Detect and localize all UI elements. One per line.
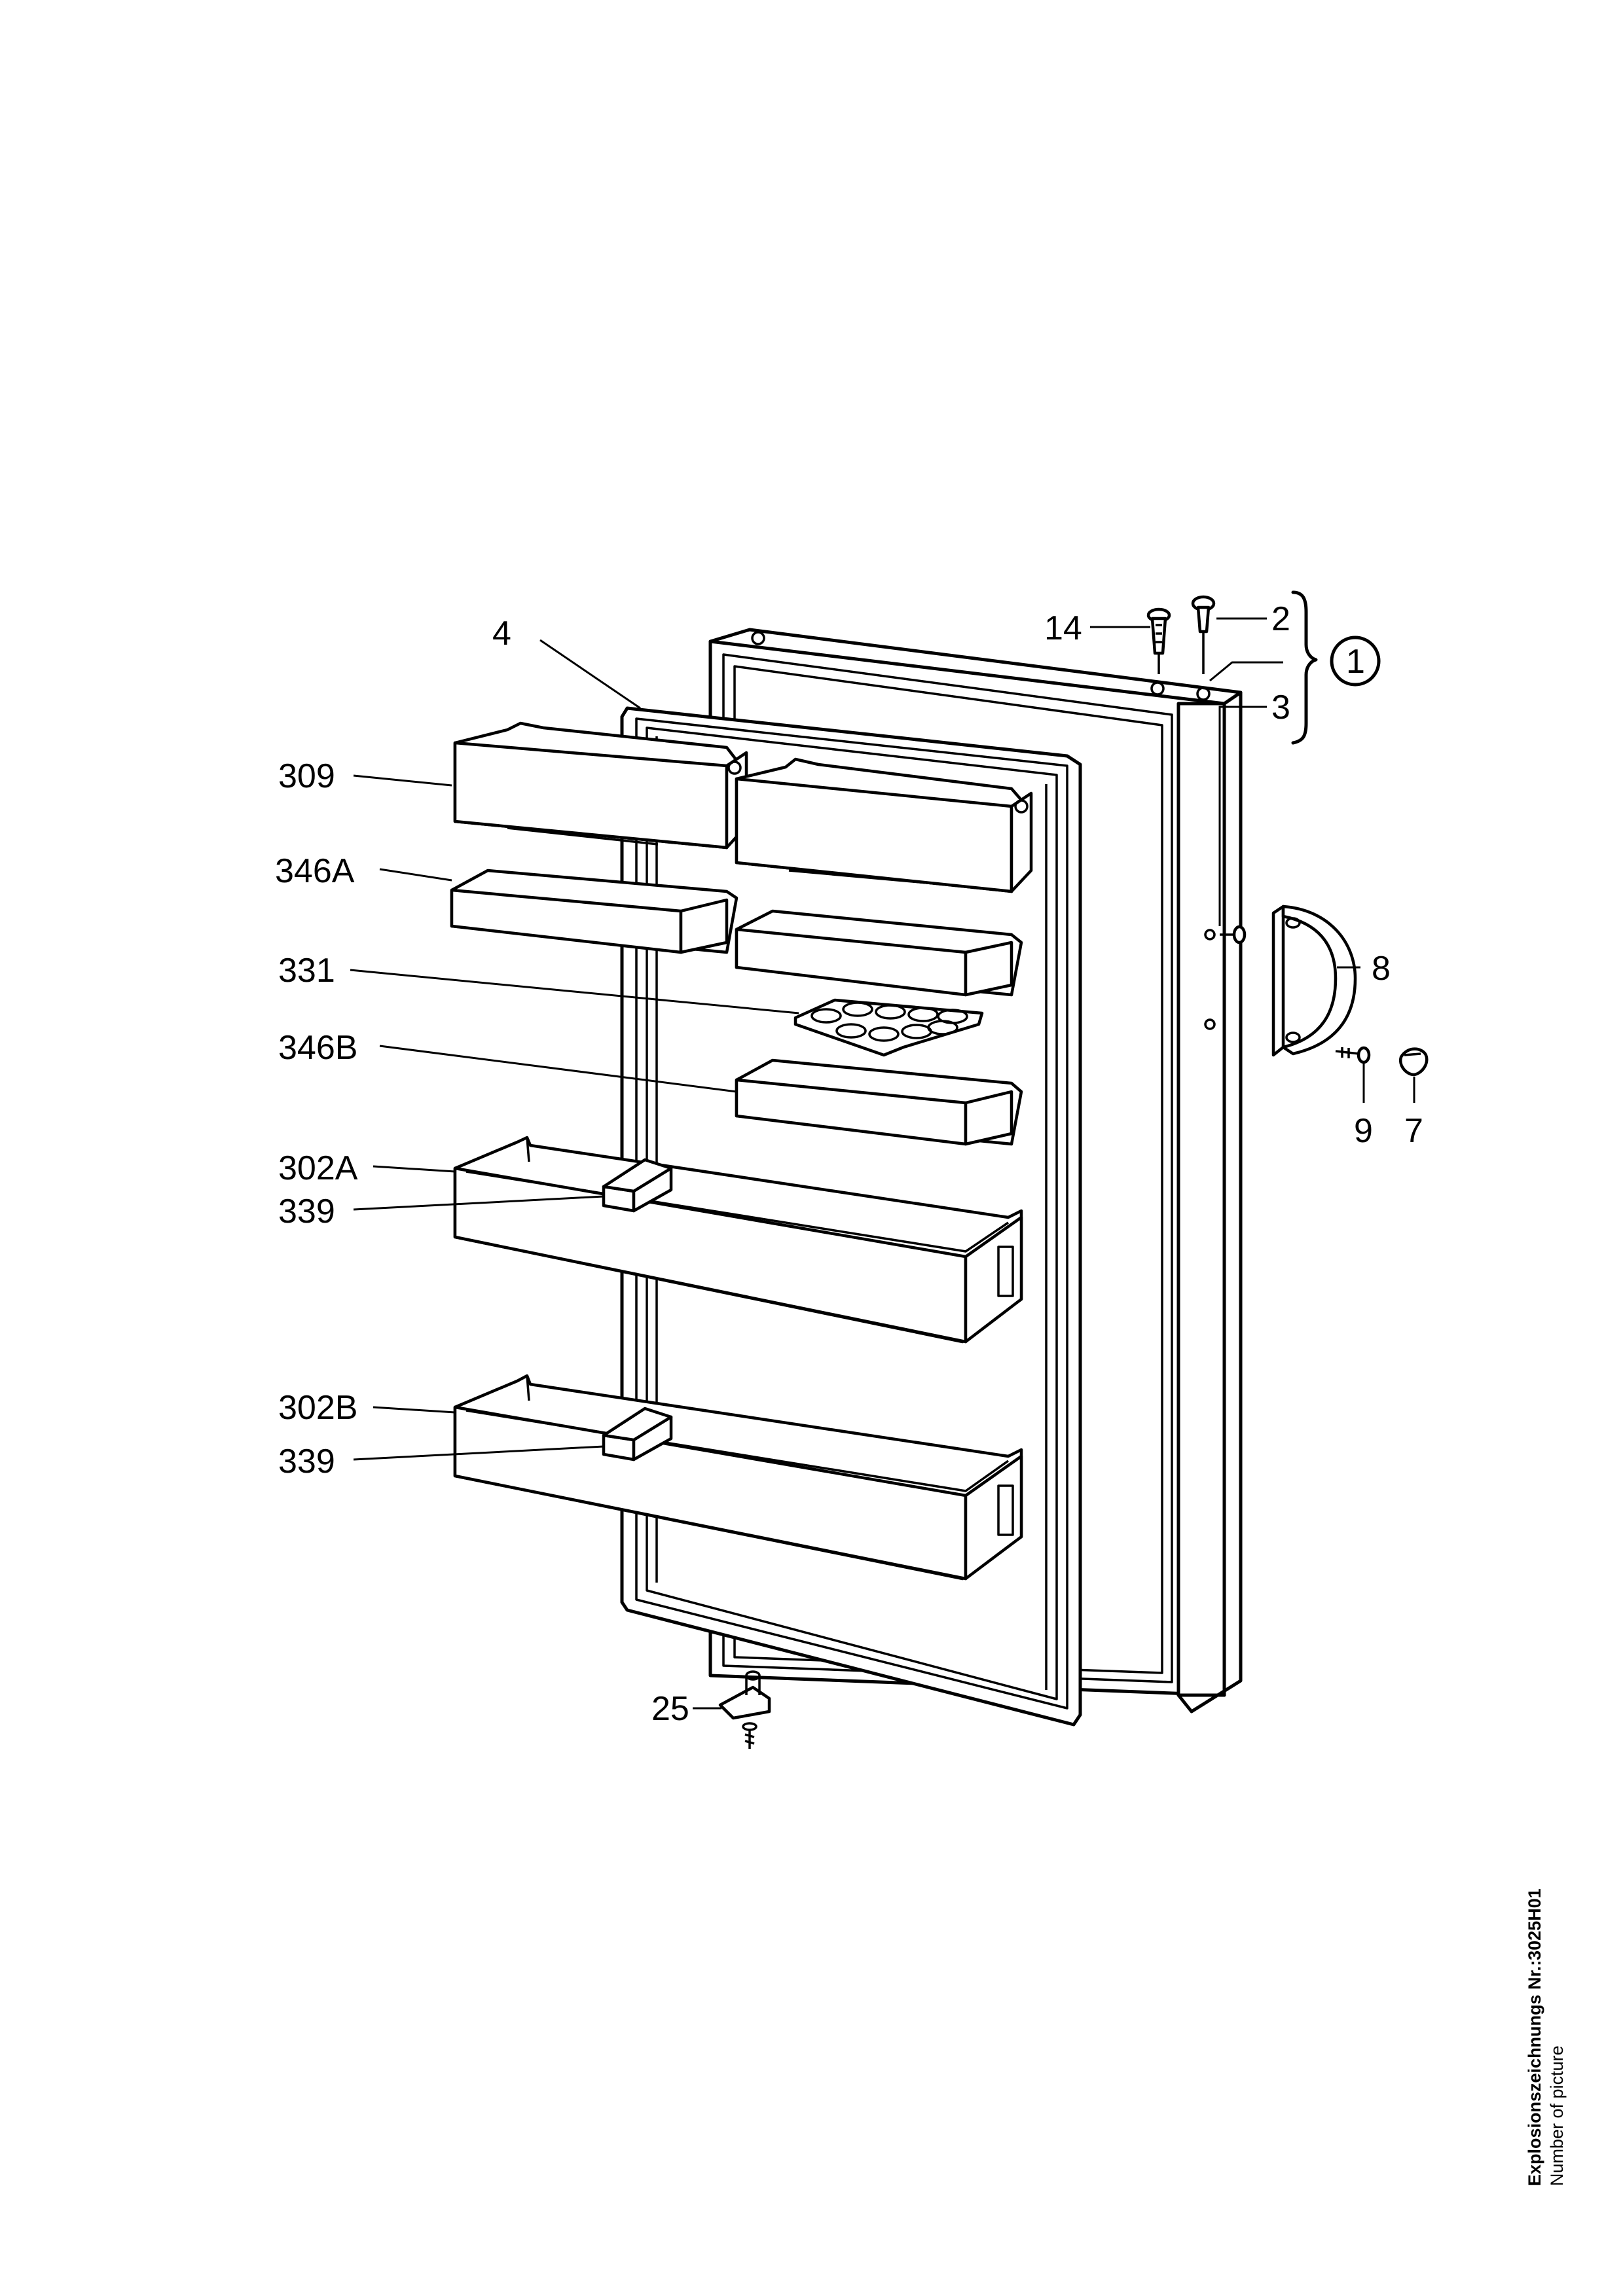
footer-subtitle: Number of picture	[1547, 2045, 1567, 2186]
door-shelf-346a	[450, 869, 739, 954]
label-25: 25	[651, 1690, 689, 1728]
egg-tray-331	[793, 998, 984, 1057]
hinge-pin-2	[1191, 595, 1216, 674]
clip-339-upper	[602, 1158, 673, 1213]
label-346a: 346A	[275, 852, 355, 890]
label-331: 331	[278, 952, 335, 990]
door-shelf-309	[453, 721, 748, 850]
label-2: 2	[1271, 600, 1290, 638]
bottom-hinge-25	[718, 1670, 771, 1749]
handle-cap-7	[1398, 1047, 1429, 1077]
hinge-screw-3	[1220, 925, 1247, 944]
label-302a: 302A	[278, 1149, 358, 1187]
label-7: 7	[1404, 1112, 1423, 1150]
label-309: 309	[278, 757, 335, 795]
label-339-upper: 339	[278, 1193, 335, 1230]
label-4: 4	[492, 615, 511, 653]
assembly-brace	[1291, 590, 1318, 745]
leader-lines	[350, 617, 1415, 1710]
door-shelf-upper-right	[735, 757, 1033, 893]
label-14: 14	[1044, 609, 1082, 647]
label-9: 9	[1354, 1112, 1373, 1150]
label-339-lower: 339	[278, 1443, 335, 1480]
door-handle-8	[1271, 905, 1357, 1057]
label-8: 8	[1372, 950, 1391, 988]
footer-title: Explosionszeichnungs Nr.:3025H01	[1525, 1888, 1544, 2186]
hinge-pin-14	[1146, 607, 1171, 674]
handle-screw-9	[1335, 1046, 1371, 1064]
label-1: 1	[1346, 643, 1365, 681]
clip-339-lower	[602, 1407, 673, 1462]
label-346b: 346B	[278, 1029, 357, 1067]
door-shelf-346b	[735, 1058, 1023, 1146]
assembly-number-circle	[1330, 636, 1381, 687]
bottle-rack-302b	[453, 1374, 1023, 1581]
bottle-rack-302a	[453, 1136, 1023, 1344]
label-3: 3	[1271, 689, 1290, 726]
label-302b: 302B	[278, 1389, 357, 1427]
door-shelf-mid-right	[735, 909, 1023, 997]
footer-caption: Explosionszeichnungs Nr.:3025H01 Number …	[1525, 1888, 1567, 2186]
